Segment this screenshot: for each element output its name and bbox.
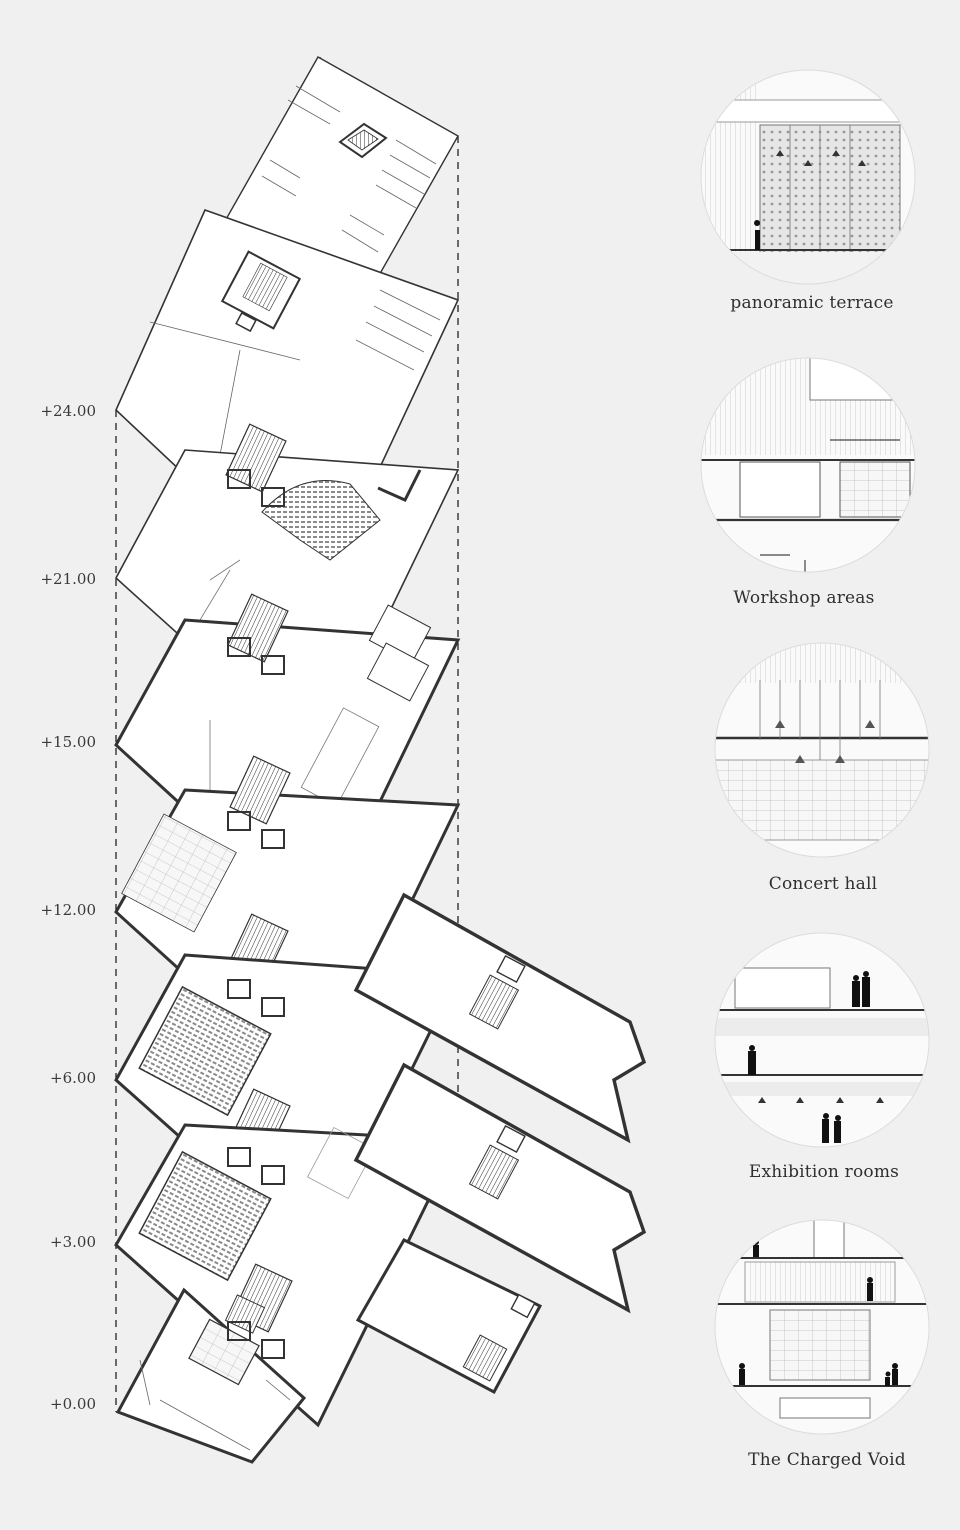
terrace-section-icon: [700, 69, 916, 285]
entrance-plate: [115, 1287, 307, 1464]
level-label-6: +6.00: [50, 1069, 96, 1087]
caption-charged-void: The Charged Void: [748, 1450, 906, 1470]
level-label-3: +3.00: [50, 1233, 96, 1251]
level-label-12: +12.00: [40, 901, 96, 919]
floor-plate-15: [114, 423, 460, 762]
south-annex: [355, 1238, 543, 1395]
caption-exhibition-rooms: Exhibition rooms: [748, 1162, 900, 1182]
caption-panoramic-terrace: panoramic terrace: [730, 293, 894, 313]
level-label-15: +15.00: [40, 733, 96, 751]
east-wing-upper: [353, 892, 647, 1144]
void-section-icon: [714, 1219, 930, 1435]
level-label-21: +21.00: [40, 570, 96, 588]
exhibition-section-icon: [714, 932, 930, 1148]
concert-section-icon: [714, 642, 930, 858]
vertical-cores: [227, 469, 285, 1359]
level-label-24: +24.00: [40, 402, 96, 420]
level-label-0: +0.00: [50, 1395, 96, 1413]
floor-plate-3: [114, 953, 461, 1263]
east-wing-lower: [353, 1062, 647, 1314]
caption-concert-hall: Concert hall: [768, 874, 878, 894]
caption-workshop-areas: Workshop areas: [733, 588, 875, 608]
workshop-section-icon: [700, 357, 916, 573]
floor-plate-0: [114, 1123, 461, 1428]
